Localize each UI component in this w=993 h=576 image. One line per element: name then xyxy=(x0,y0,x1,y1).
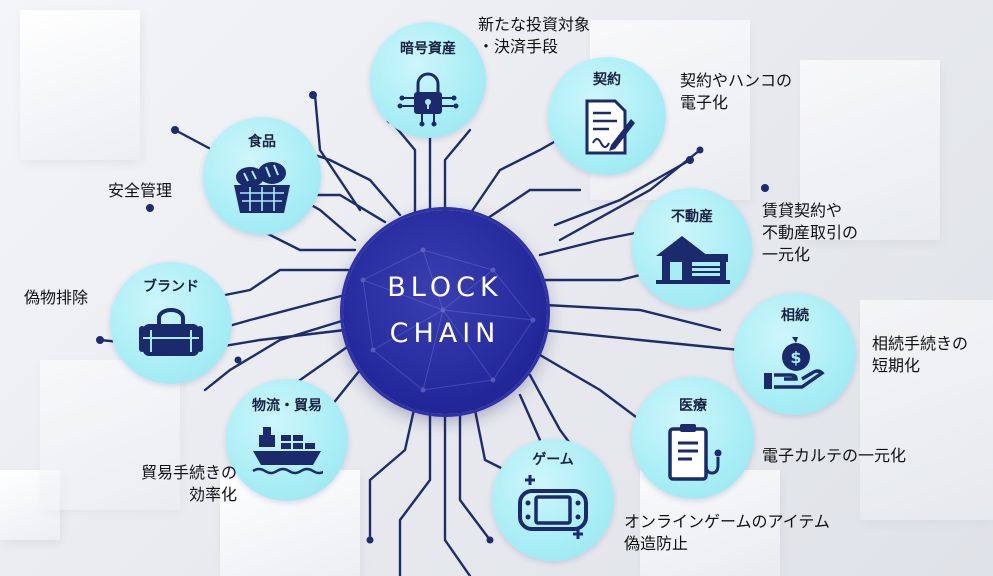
node-realestate-title: 不動産 xyxy=(671,209,713,225)
caption-logistics-line2: 効率化 xyxy=(188,485,237,504)
caption-medical-line1: 電子カルテの一元化 xyxy=(762,446,907,465)
center-title-line2: CHAIN xyxy=(389,318,501,349)
caption-realestate-line2: 不動産取引の xyxy=(762,223,859,242)
node-food-title: 食品 xyxy=(248,134,276,150)
caption-food-line1: 安全管理 xyxy=(108,181,173,200)
node-game: ゲーム xyxy=(492,439,614,561)
handbag-icon xyxy=(139,308,203,356)
caption-game-line1: オンラインゲームのアイテム xyxy=(624,512,830,531)
caption-realestate-line1: 賃貸契約や xyxy=(762,201,843,220)
node-food: 食品 xyxy=(203,117,321,235)
money-hand-icon: $ xyxy=(764,337,825,389)
caption-inheritance-line1: 相続手続きの xyxy=(872,334,969,353)
padlock-icon xyxy=(397,72,459,127)
node-inheritance-title: 相続 xyxy=(781,308,809,324)
svg-text:$: $ xyxy=(790,348,801,367)
caption-contract-line1: 契約やハンコの xyxy=(680,71,793,90)
background-block xyxy=(20,10,140,160)
game-console-icon xyxy=(518,475,588,539)
caption-medical: 電子カルテの一元化 xyxy=(762,445,906,467)
node-contract-title: 契約 xyxy=(593,72,621,88)
background-block xyxy=(800,60,940,240)
node-logistics: 物流・貿易 xyxy=(226,379,348,501)
caption-crypto-line2: ・決済手段 xyxy=(478,37,559,56)
node-game-title: ゲーム xyxy=(532,452,574,468)
bread-basket-icon xyxy=(234,162,290,213)
caption-crypto-line1: 新たな投資対象 xyxy=(478,15,591,34)
node-brand-title: ブランド xyxy=(143,279,199,295)
clipboard-stethoscope-icon xyxy=(668,424,722,481)
node-crypto-title: 暗号資産 xyxy=(400,41,456,57)
network-mesh-icon xyxy=(360,247,536,393)
caption-inheritance: 相続手続きの 短期化 xyxy=(872,333,968,377)
node-medical-title: 医療 xyxy=(679,398,707,414)
background-block xyxy=(40,360,180,510)
blockchain-center: BLOCK CHAIN xyxy=(343,210,547,414)
caption-food: 安全管理 xyxy=(108,180,172,202)
node-crypto: 暗号資産 xyxy=(370,22,486,138)
caption-logistics: 貿易手続きの 効率化 xyxy=(113,462,237,506)
caption-contract: 契約やハンコの 電子化 xyxy=(680,70,792,114)
caption-inheritance-line2: 短期化 xyxy=(872,356,921,375)
node-medical: 医療 xyxy=(632,377,754,499)
node-brand: ブランド xyxy=(110,262,232,384)
cargo-ship-icon xyxy=(252,427,323,475)
node-inheritance: 相続 $ xyxy=(734,293,856,415)
caption-crypto: 新たな投資対象 ・決済手段 xyxy=(478,14,590,58)
caption-brand-line1: 偽物排除 xyxy=(24,288,89,307)
caption-realestate: 賃貸契約や 不動産取引の 一元化 xyxy=(762,200,858,266)
center-title-line1: BLOCK xyxy=(387,272,503,303)
caption-realestate-line3: 一元化 xyxy=(762,245,811,264)
background-block xyxy=(860,300,993,520)
caption-game: オンラインゲームのアイテム 偽造防止 xyxy=(624,511,830,555)
caption-game-line2: 偽造防止 xyxy=(624,534,689,553)
caption-brand: 偽物排除 xyxy=(24,287,88,309)
caption-logistics-line1: 貿易手続きの xyxy=(140,463,237,482)
node-realestate: 不動産 xyxy=(632,188,752,308)
node-logistics-title: 物流・貿易 xyxy=(252,398,322,414)
house-icon xyxy=(656,236,730,284)
caption-contract-line2: 電子化 xyxy=(680,93,729,112)
document-pen-icon xyxy=(585,99,635,155)
node-contract: 契約 xyxy=(548,57,666,175)
